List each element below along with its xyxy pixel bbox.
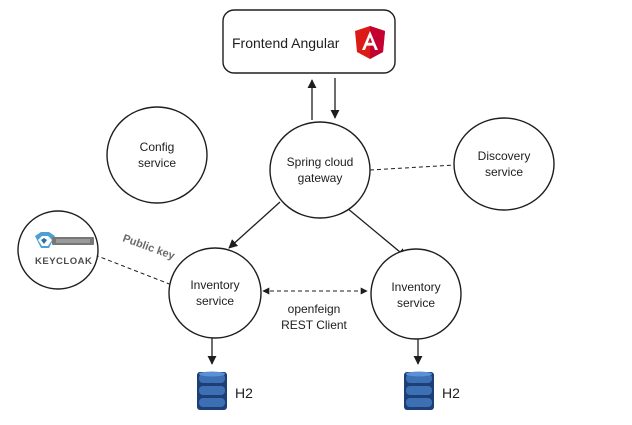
config-service-node: Config service xyxy=(106,106,208,204)
frontend-label: Frontend Angular xyxy=(232,35,340,51)
h2-left-label: H2 xyxy=(235,385,253,401)
discovery-service-node: Discovery service xyxy=(453,117,555,211)
database-icon xyxy=(197,371,227,410)
inventory-left-label-line1: Inventory xyxy=(190,278,239,292)
inventory-right-label-line1: Inventory xyxy=(391,280,440,294)
keycloak-node: KEYCLOAK xyxy=(17,210,99,290)
gateway-node: Spring cloud gateway xyxy=(269,121,371,219)
h2-right-label: H2 xyxy=(442,385,460,401)
edge-gateway-discovery xyxy=(369,164,456,171)
h2-database-left: H2 xyxy=(197,371,253,410)
inventory-service-left-node: Inventory service xyxy=(168,247,262,339)
frontend-node: Frontend Angular xyxy=(222,9,396,74)
config-service-label-line1: Config xyxy=(140,140,175,154)
edge-gateway-to-inventory-left xyxy=(228,201,281,249)
angular-logo-icon xyxy=(355,26,385,59)
h2-database-right: H2 xyxy=(404,371,460,410)
gateway-label-line2: gateway xyxy=(298,171,343,185)
gateway-label-line1: Spring cloud xyxy=(287,155,354,169)
openfeign-label-line2: REST Client xyxy=(281,318,347,332)
discovery-service-label-line2: service xyxy=(485,165,523,179)
inventory-left-label-line2: service xyxy=(196,294,234,308)
inventory-service-right-node: Inventory service xyxy=(370,248,462,340)
openfeign-label-line1: openfeign xyxy=(288,302,341,316)
edges xyxy=(94,78,456,365)
public-key-label: Public key xyxy=(121,233,177,263)
keycloak-logo-icon xyxy=(35,232,94,248)
database-icon xyxy=(404,371,434,410)
edge-gateway-to-inventory-right xyxy=(346,207,407,258)
config-service-label-line2: service xyxy=(138,156,176,170)
inventory-right-label-line2: service xyxy=(397,296,435,310)
discovery-service-label-line1: Discovery xyxy=(478,149,531,163)
keycloak-label: KEYCLOAK xyxy=(35,256,92,267)
edge-keycloak-public-key xyxy=(94,254,178,288)
